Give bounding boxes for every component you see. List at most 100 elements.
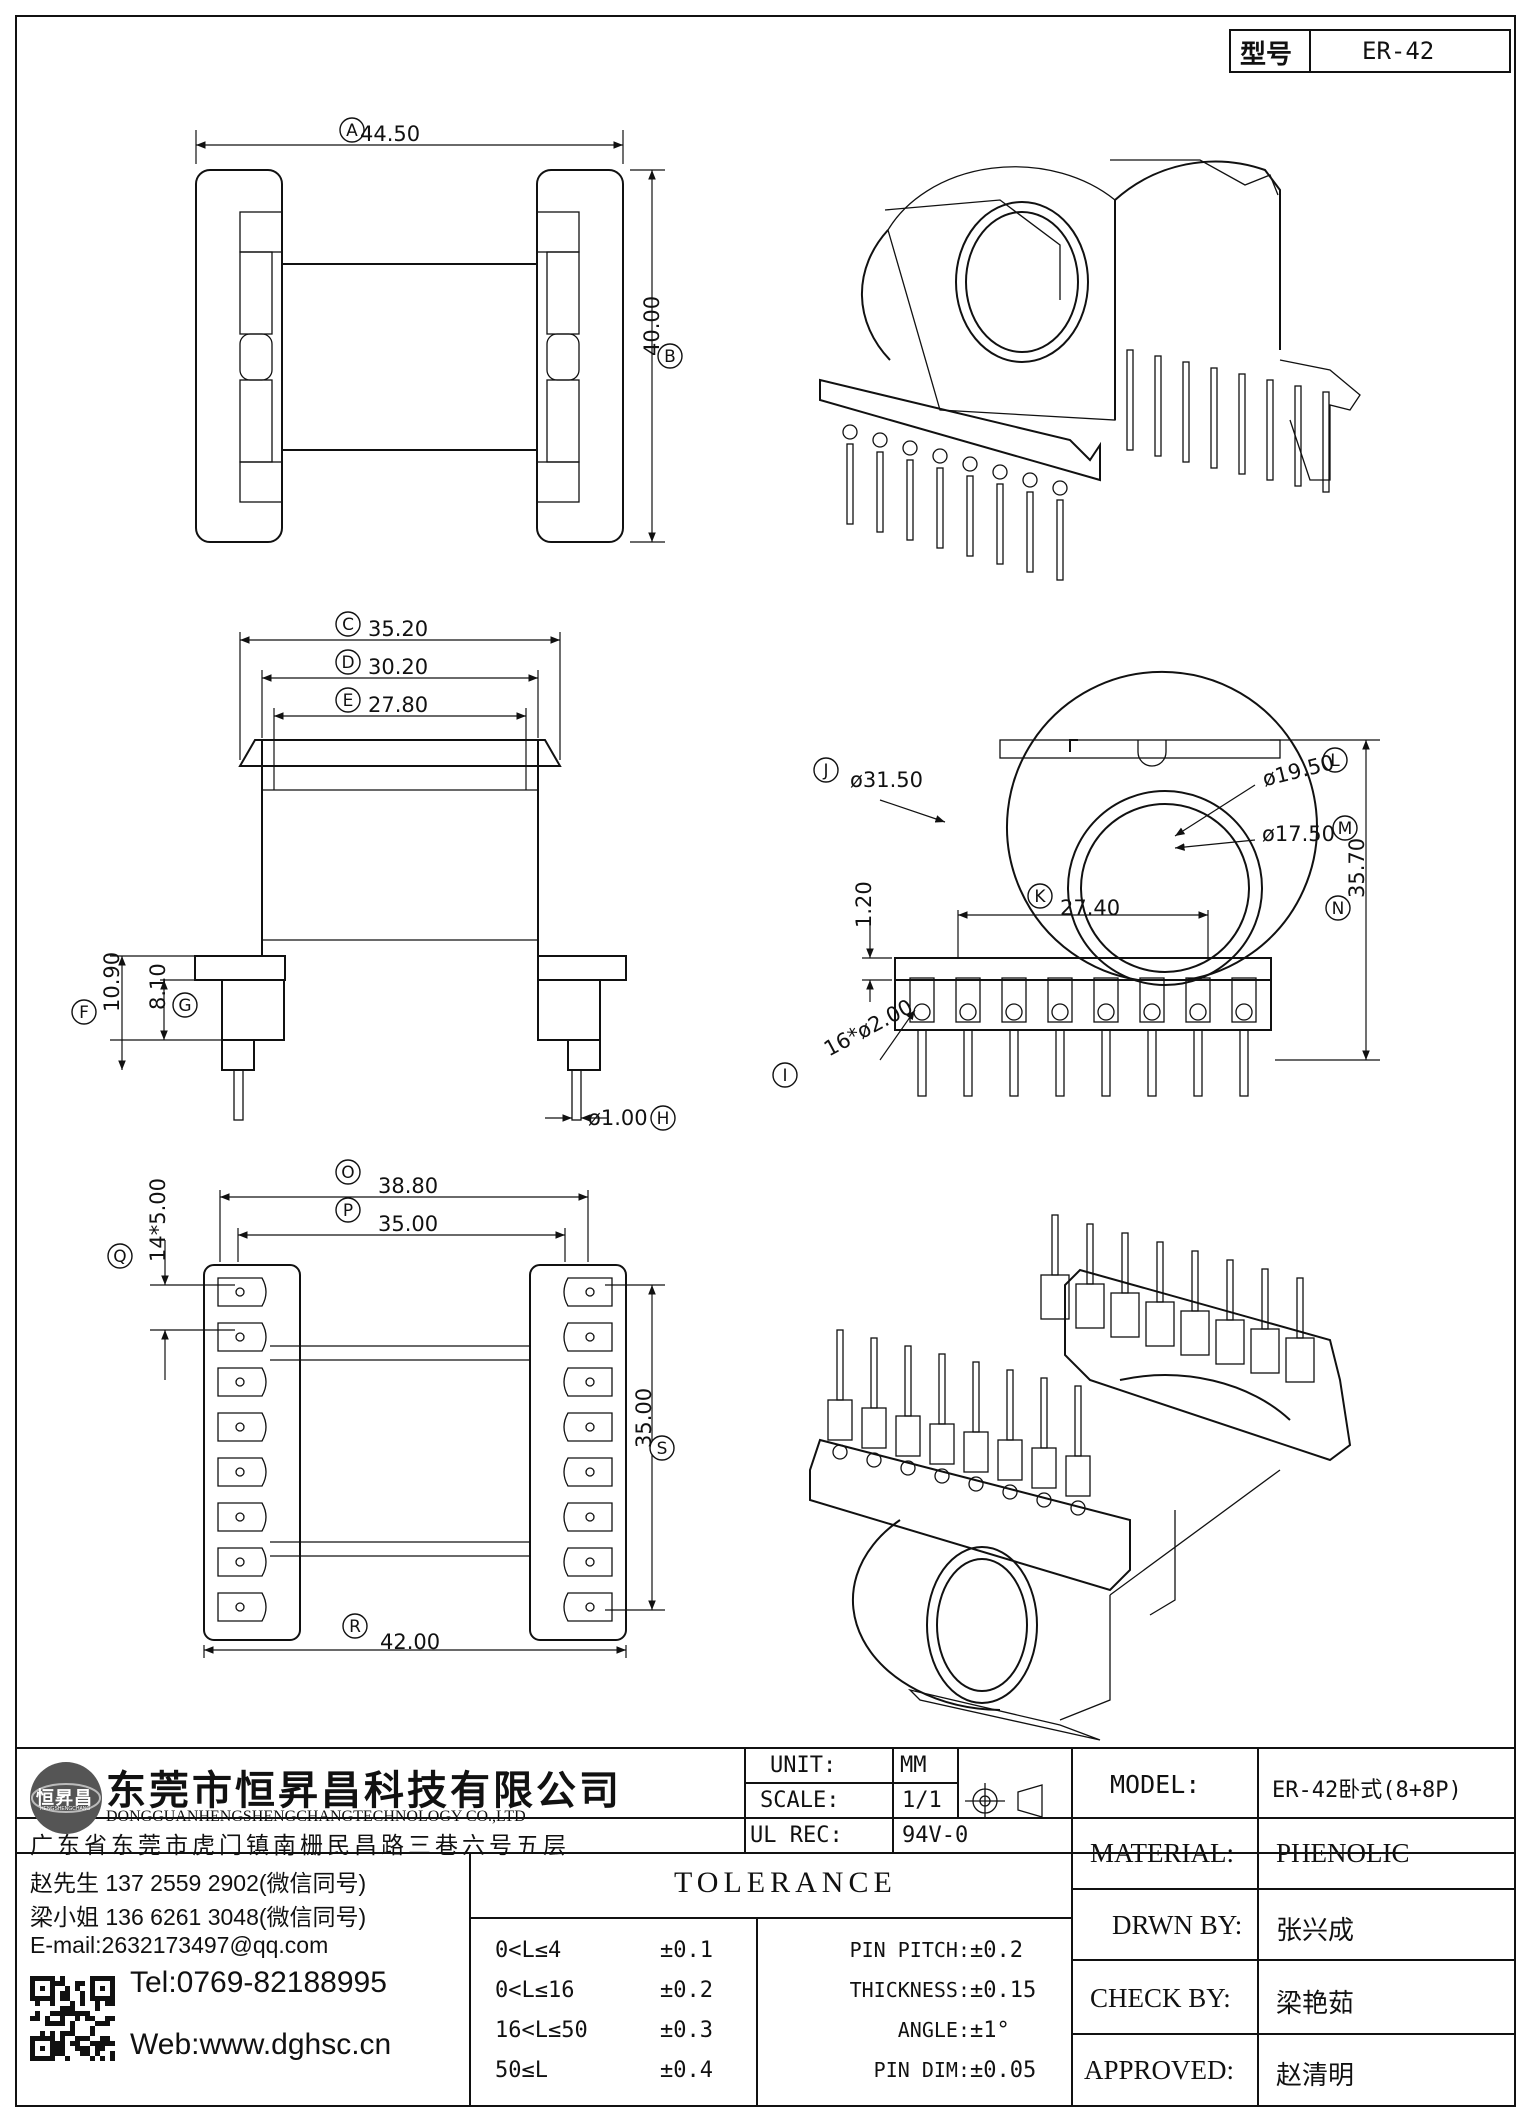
dim-letter-n: N: [1325, 895, 1351, 921]
pad-right: [563, 1457, 613, 1487]
tolerance-spec-label: ANGLE:: [897, 2018, 970, 2042]
pin: [1093, 977, 1119, 1097]
top-view: [195, 130, 665, 543]
approved-label: APPROVED:: [1084, 2055, 1235, 2085]
pin: [895, 1345, 921, 1476]
dim-letter-e: E: [335, 687, 361, 713]
svg-text:N: N: [1332, 899, 1345, 919]
tolerance-range: 50≤L: [495, 2058, 548, 2083]
pin: [1285, 1277, 1315, 1383]
model-box: [1229, 29, 1511, 73]
pad-left: [217, 1457, 267, 1487]
dim-value-a: 44.50: [360, 122, 421, 146]
svg-text:H: H: [657, 1109, 670, 1129]
pad-left: [217, 1277, 267, 1307]
tolerance-value: ±0.4: [660, 2058, 713, 2083]
pin: [1210, 367, 1218, 469]
pin: [1180, 1250, 1210, 1356]
ulrec-value: 94V-0: [902, 1823, 969, 1848]
pad-left: [217, 1502, 267, 1532]
tolerance-spec-label: PIN PITCH:: [849, 1938, 970, 1962]
svg-text:B: B: [664, 347, 676, 367]
contact-web: Web:www.dghsc.cn: [130, 2028, 392, 2061]
tolerance-spec-label: THICKNESS:: [849, 1978, 970, 2002]
tolerance-spec-value: ±1°: [970, 2018, 1010, 2043]
drawn-label: DRWN BY:: [1112, 1910, 1243, 1940]
pin: [827, 1329, 853, 1460]
scale-label: SCALE:: [760, 1788, 840, 1813]
pin: [861, 1337, 887, 1468]
pin: [932, 448, 948, 549]
svg-text:L: L: [1330, 751, 1340, 771]
svg-text:K: K: [1034, 887, 1046, 907]
tolerance-range: 0<L≤16: [495, 1978, 575, 2003]
tolerance-title: TOLERANCE: [674, 1866, 897, 1899]
dim-letter-s: S: [649, 1435, 675, 1461]
side-view: [110, 632, 627, 1122]
pin: [1294, 385, 1302, 487]
pad-left: [217, 1592, 267, 1622]
dim-letter-a: A: [339, 117, 365, 143]
tolerance-value: ±0.2: [660, 1978, 713, 2003]
front-view: [862, 670, 1380, 1097]
pin: [1031, 1377, 1057, 1508]
svg-text:J: J: [822, 761, 828, 781]
pad-left: [217, 1367, 267, 1397]
pin: [1185, 977, 1211, 1097]
drawn-value: 张兴成: [1276, 1915, 1355, 1945]
pin: [1052, 480, 1068, 581]
dim-value-d: 30.20: [368, 655, 429, 679]
title-block: [16, 1747, 1515, 2106]
dim-letter-p: P: [335, 1197, 361, 1223]
material-value: PHENOLIC: [1276, 1838, 1410, 1868]
pad-left: [217, 1547, 267, 1577]
tolerance-spec-value: ±0.15: [970, 1978, 1037, 2003]
svg-text:F: F: [79, 1003, 89, 1023]
svg-text:A: A: [346, 121, 358, 141]
pad-right: [563, 1322, 613, 1352]
model-value: ER-42卧式(8+8P): [1272, 1778, 1462, 1803]
pin: [1047, 977, 1073, 1097]
svg-text:O: O: [341, 1163, 354, 1183]
dim-value-c: 35.20: [368, 617, 429, 641]
dim-letter-o: O: [335, 1159, 361, 1185]
pin: [1238, 373, 1246, 475]
tolerance-spec-value: ±0.05: [970, 2058, 1037, 2083]
pin: [1231, 977, 1257, 1097]
pin: [963, 1361, 989, 1492]
dim-letter-l: L: [1322, 747, 1348, 773]
company-name-cn: 东莞市恒昇昌科技有限公司: [106, 1769, 622, 1813]
pad-right: [563, 1592, 613, 1622]
model-box-value: ER-42: [1362, 37, 1435, 65]
dim-letter-q: Q: [107, 1243, 133, 1269]
bottom-view: [150, 1190, 665, 1658]
tolerance-range: 16<L≤50: [495, 2018, 588, 2043]
contact-1: 赵先生 137 2559 2902(微信同号): [30, 1870, 367, 1896]
tolerance-spec-value: ±0.2: [970, 1938, 1023, 1963]
pin: [1250, 1268, 1280, 1374]
pin: [909, 977, 935, 1097]
check-label: CHECK BY:: [1090, 1983, 1231, 2013]
svg-text:R: R: [349, 1617, 361, 1637]
pin: [1215, 1259, 1245, 1365]
svg-text:D: D: [341, 653, 354, 673]
pad-right: [563, 1547, 613, 1577]
svg-text:I: I: [782, 1066, 787, 1086]
svg-text:E: E: [343, 691, 354, 711]
pin: [1266, 379, 1274, 481]
pin: [997, 1369, 1023, 1500]
svg-text:G: G: [178, 996, 191, 1016]
pin: [1110, 1232, 1140, 1338]
iso-view-top: [819, 159, 1361, 581]
check-value: 梁艳茹: [1276, 1988, 1355, 2018]
contact-tel: Tel:0769-82188995: [130, 1966, 387, 1999]
dim-value-e: 27.80: [368, 693, 429, 717]
tolerance-value: ±0.3: [660, 2018, 713, 2043]
company-address: 广东省东莞市虎门镇南栅民昌路三巷六号五层: [30, 1832, 570, 1858]
approved-value: 赵清明: [1276, 2060, 1355, 2090]
dim-value-n-small: 1.20: [852, 881, 876, 928]
model-box-label: 型号: [1240, 40, 1293, 69]
pin: [1182, 361, 1190, 463]
svg-text:Q: Q: [113, 1247, 126, 1267]
pin: [1154, 355, 1162, 457]
